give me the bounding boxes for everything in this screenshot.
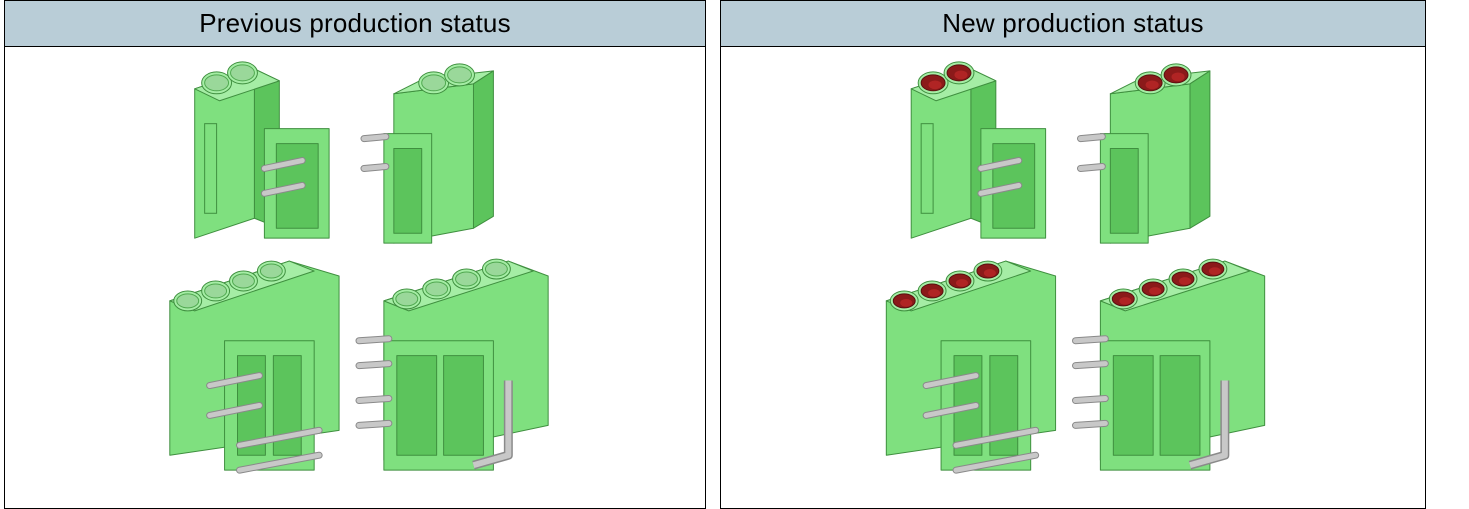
terminal-block-4pos-side-figure	[1072, 258, 1266, 471]
previous-terminal-blocks-image	[5, 47, 705, 508]
terminal-block-2pos-front-figure	[910, 61, 1047, 239]
new-status-header: New production status	[721, 1, 1425, 47]
previous-status-header: Previous production status	[5, 1, 705, 47]
previous-status-panel: Previous production status	[4, 0, 706, 509]
terminal-block-4pos-side-figure	[355, 258, 549, 471]
table-right-border	[1425, 0, 1426, 509]
terminal-block-4pos-front-figure	[169, 260, 340, 474]
previous-terminal-blocks-drawing	[169, 61, 549, 474]
terminal-block-2pos-front-figure	[194, 61, 330, 239]
terminal-block-2pos-side-figure	[1076, 63, 1211, 244]
new-terminal-blocks-drawing	[885, 61, 1266, 474]
terminal-block-4pos-front-figure	[885, 260, 1057, 474]
new-status-panel: New production status	[720, 0, 1425, 509]
previous-status-title: Previous production status	[199, 8, 511, 38]
terminal-block-2pos-side-figure	[360, 63, 494, 244]
new-status-title: New production status	[942, 8, 1204, 38]
new-terminal-blocks-image	[721, 47, 1425, 508]
